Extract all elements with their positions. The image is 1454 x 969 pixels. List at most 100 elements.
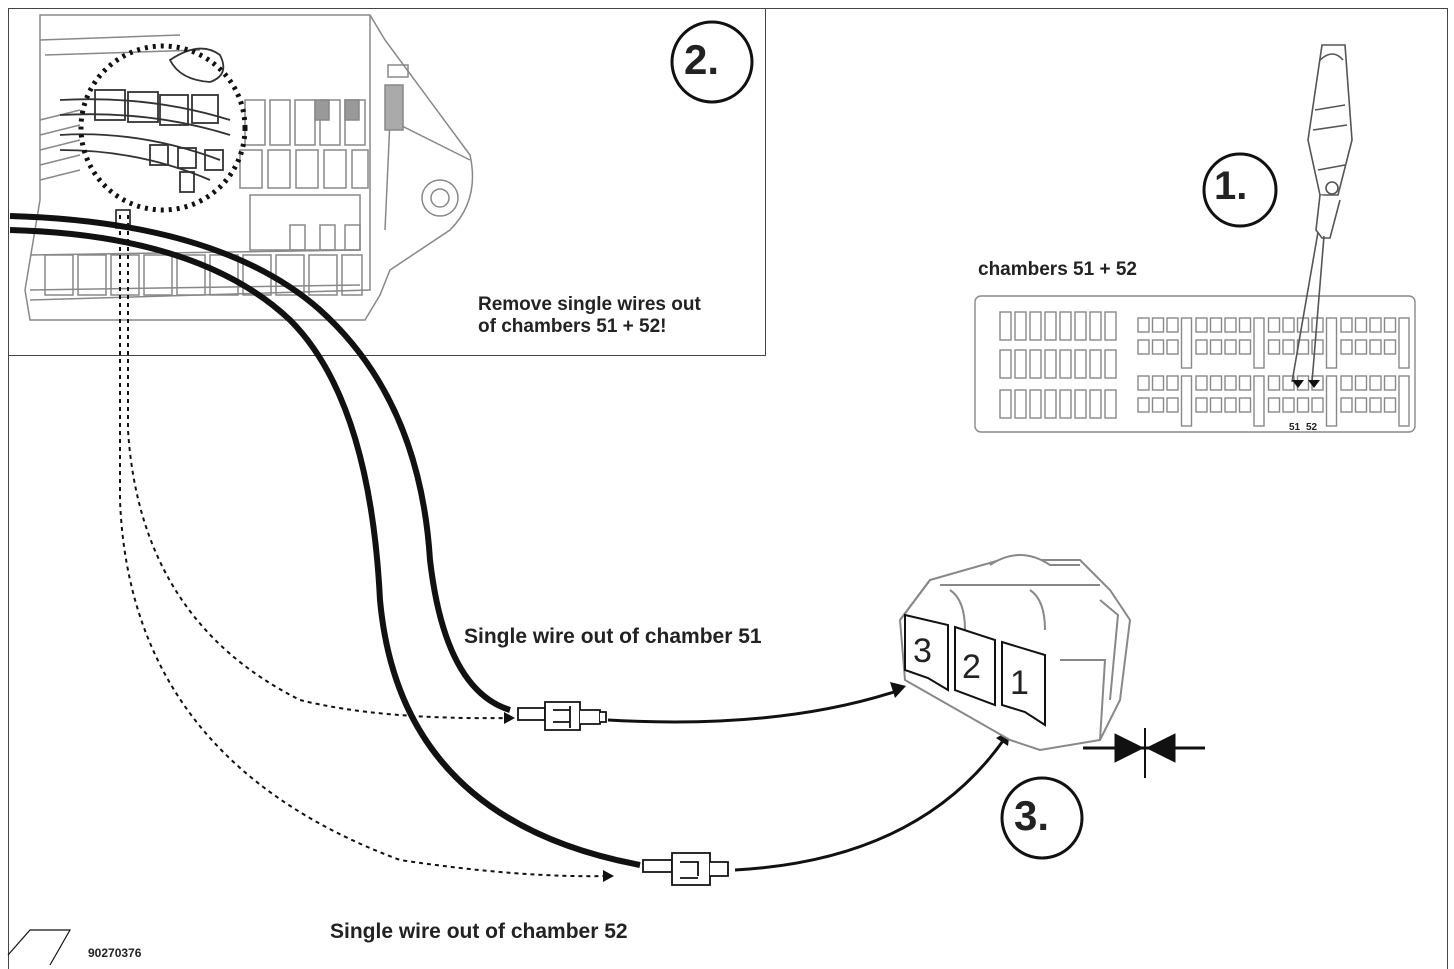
fuse-cell	[1296, 397, 1310, 413]
fuse-cell	[1369, 397, 1382, 413]
fuse-cell	[999, 349, 1012, 379]
fuse-cell	[1180, 375, 1193, 427]
fuse-cell	[1238, 339, 1252, 355]
fuse-cell	[1195, 339, 1208, 355]
fuse-cell	[1137, 397, 1150, 413]
fuse-cell	[1354, 317, 1368, 333]
wire-bundle-in-fusebox	[59, 47, 231, 193]
fuse-panel-chart	[974, 295, 1416, 433]
step2-label: 2.	[684, 36, 720, 83]
fuse-cell	[1195, 397, 1208, 413]
fuse-cell	[1340, 339, 1353, 355]
step2-circle	[670, 20, 754, 104]
pin-1-number: 1	[1010, 664, 1029, 702]
fuse-cell	[1238, 375, 1252, 391]
fuse-cell	[1282, 397, 1295, 413]
fuse-cell	[1224, 375, 1237, 391]
outer-frame	[8, 8, 1448, 969]
harness-wire-upper	[9, 213, 511, 713]
fusebox-caption: chambers 51 + 52	[978, 259, 1137, 280]
fuse-cell	[1253, 317, 1265, 369]
arrow-wire51-to-pin3	[607, 688, 901, 724]
fuse-cell	[1089, 311, 1102, 341]
fuse-cell	[1029, 389, 1042, 419]
part-number: 90270376	[88, 946, 142, 960]
fuse-cell	[1074, 311, 1087, 341]
chamber-52-number: 52	[1306, 422, 1318, 433]
fuse-cell	[1311, 397, 1324, 413]
fuse-cell	[1137, 317, 1150, 333]
fuse-cell	[1089, 349, 1102, 379]
highlight-circle	[78, 43, 248, 213]
fuse-cell	[1354, 339, 1368, 355]
fuse-cell	[1137, 339, 1150, 355]
fuse-cell	[1238, 317, 1252, 333]
fuse-cell	[1209, 397, 1223, 413]
fuse-cell	[1089, 389, 1102, 419]
fuse-cell	[1151, 317, 1165, 333]
fuse-cell	[1180, 317, 1193, 369]
fuse-cell	[1325, 375, 1338, 427]
fuse-cell	[999, 311, 1012, 341]
fuse-cell	[1354, 397, 1368, 413]
fuse-cell	[1369, 375, 1382, 391]
fuse-cell	[1195, 317, 1208, 333]
fuse-cell	[1104, 311, 1117, 341]
fuse-cell	[1267, 317, 1281, 333]
fuse-cell	[1151, 375, 1165, 391]
fuse-cell	[1282, 375, 1295, 391]
fuse-cell	[1253, 375, 1265, 427]
fuse-cell	[999, 389, 1012, 419]
fuse-cell	[1340, 375, 1353, 391]
fuse-cell	[1195, 375, 1208, 391]
instruction-line-2: of chambers 51 + 52!	[478, 316, 667, 337]
fuse-cell	[1267, 339, 1281, 355]
crimp-symbol	[1083, 728, 1205, 778]
fuse-cell	[1059, 389, 1072, 419]
fuse-cell	[1166, 317, 1179, 333]
fuse-cell	[1209, 375, 1223, 391]
chamber-51-number: 51	[1289, 422, 1301, 433]
fuse-cell	[1151, 397, 1165, 413]
fuse-cell	[1209, 317, 1223, 333]
corner-mark	[7, 929, 72, 966]
release-tool	[1291, 44, 1353, 383]
instruction-line-1: Remove single wires out	[478, 294, 701, 315]
fuse-cell	[1398, 317, 1410, 369]
fuse-cell	[1311, 339, 1324, 355]
fuse-cell	[1029, 311, 1042, 341]
fuse-cell	[1340, 317, 1353, 333]
harness-wire-lower	[9, 227, 641, 868]
step1-circle	[1202, 152, 1278, 228]
fuse-cell	[1369, 339, 1382, 355]
dotted-guide-51	[127, 215, 513, 720]
fuse-cell	[1137, 375, 1150, 391]
fuse-cell	[1224, 317, 1237, 333]
fuse-cell	[1282, 339, 1295, 355]
fuse-cell	[1104, 349, 1117, 379]
fuse-cell	[1224, 397, 1237, 413]
fuse-cell	[1383, 317, 1397, 333]
arrow-wire52-to-pin1	[734, 737, 1007, 872]
fuse-cell	[1166, 375, 1179, 391]
fuse-cell	[1383, 397, 1397, 413]
fuse-cell	[1166, 397, 1179, 413]
step3-label: 3.	[1014, 792, 1050, 839]
pin-2-number: 2	[962, 648, 981, 686]
fuse-cell	[1383, 339, 1397, 355]
fuse-cell	[1104, 389, 1117, 419]
fuse-cell	[1282, 317, 1295, 333]
fuse-cell	[1209, 339, 1223, 355]
arrowhead-51	[504, 712, 515, 724]
pin-3-number: 3	[913, 632, 932, 670]
fuse-cell	[1014, 311, 1027, 341]
fuse-cell	[1224, 339, 1237, 355]
fuse-cell	[1059, 311, 1072, 341]
fuse-cell	[1354, 375, 1368, 391]
connector-housing	[898, 554, 1132, 752]
fuse-cell	[1369, 317, 1382, 333]
fuse-cell	[1059, 349, 1072, 379]
fuse-cell	[1238, 397, 1252, 413]
wire-52-caption: Single wire out of chamber 52	[330, 920, 628, 943]
